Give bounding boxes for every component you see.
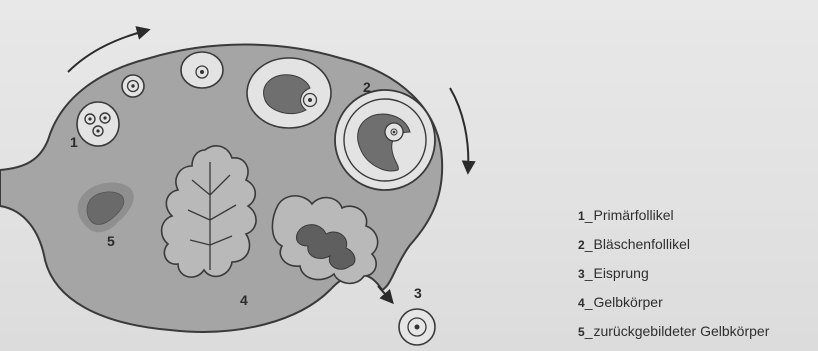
legend-separator: _ <box>585 294 593 310</box>
vesicular-follicle-mature <box>335 90 435 190</box>
primary-follicle <box>122 75 144 97</box>
legend-text: Eisprung <box>593 265 648 281</box>
legend-separator: _ <box>585 236 593 252</box>
legend-number: 4 <box>578 296 585 310</box>
growing-follicle <box>181 52 223 88</box>
label-5: 5 <box>107 233 115 249</box>
label-3: 3 <box>414 285 422 301</box>
label-1: 1 <box>70 134 78 150</box>
legend: 1_Primärfollikel 2_Bläschenfollikel 3_Ei… <box>578 201 814 346</box>
legend-number: 3 <box>578 267 585 281</box>
legend-text: Gelbkörper <box>593 294 662 310</box>
ovulated-egg <box>399 309 435 345</box>
legend-item-primary-follicle: 1_Primärfollikel <box>578 201 814 230</box>
legend-number: 1 <box>578 209 585 223</box>
vesicular-follicle-early <box>247 58 331 128</box>
primary-follicle-cluster <box>77 102 119 146</box>
legend-separator: _ <box>585 207 593 223</box>
legend-text: Primärfollikel <box>593 207 673 223</box>
legend-text: Bläschenfollikel <box>593 236 690 252</box>
label-2: 2 <box>363 79 371 95</box>
legend-number: 5 <box>578 325 585 339</box>
legend-number: 2 <box>578 238 585 252</box>
cycle-arrow-right <box>450 88 468 172</box>
legend-separator: _ <box>585 323 593 339</box>
legend-text: zurückgebildeter Gelbkörper <box>593 323 769 339</box>
legend-item-vesicular-follicle: 2_Bläschenfollikel <box>578 230 814 259</box>
label-4: 4 <box>240 292 248 308</box>
legend-item-corpus-luteum: 4_Gelbkörper <box>578 288 814 317</box>
legend-separator: _ <box>585 265 593 281</box>
legend-item-corpus-albicans: 5_zurückgebildeter Gelbkörper <box>578 317 814 346</box>
legend-item-ovulation: 3_Eisprung <box>578 259 814 288</box>
